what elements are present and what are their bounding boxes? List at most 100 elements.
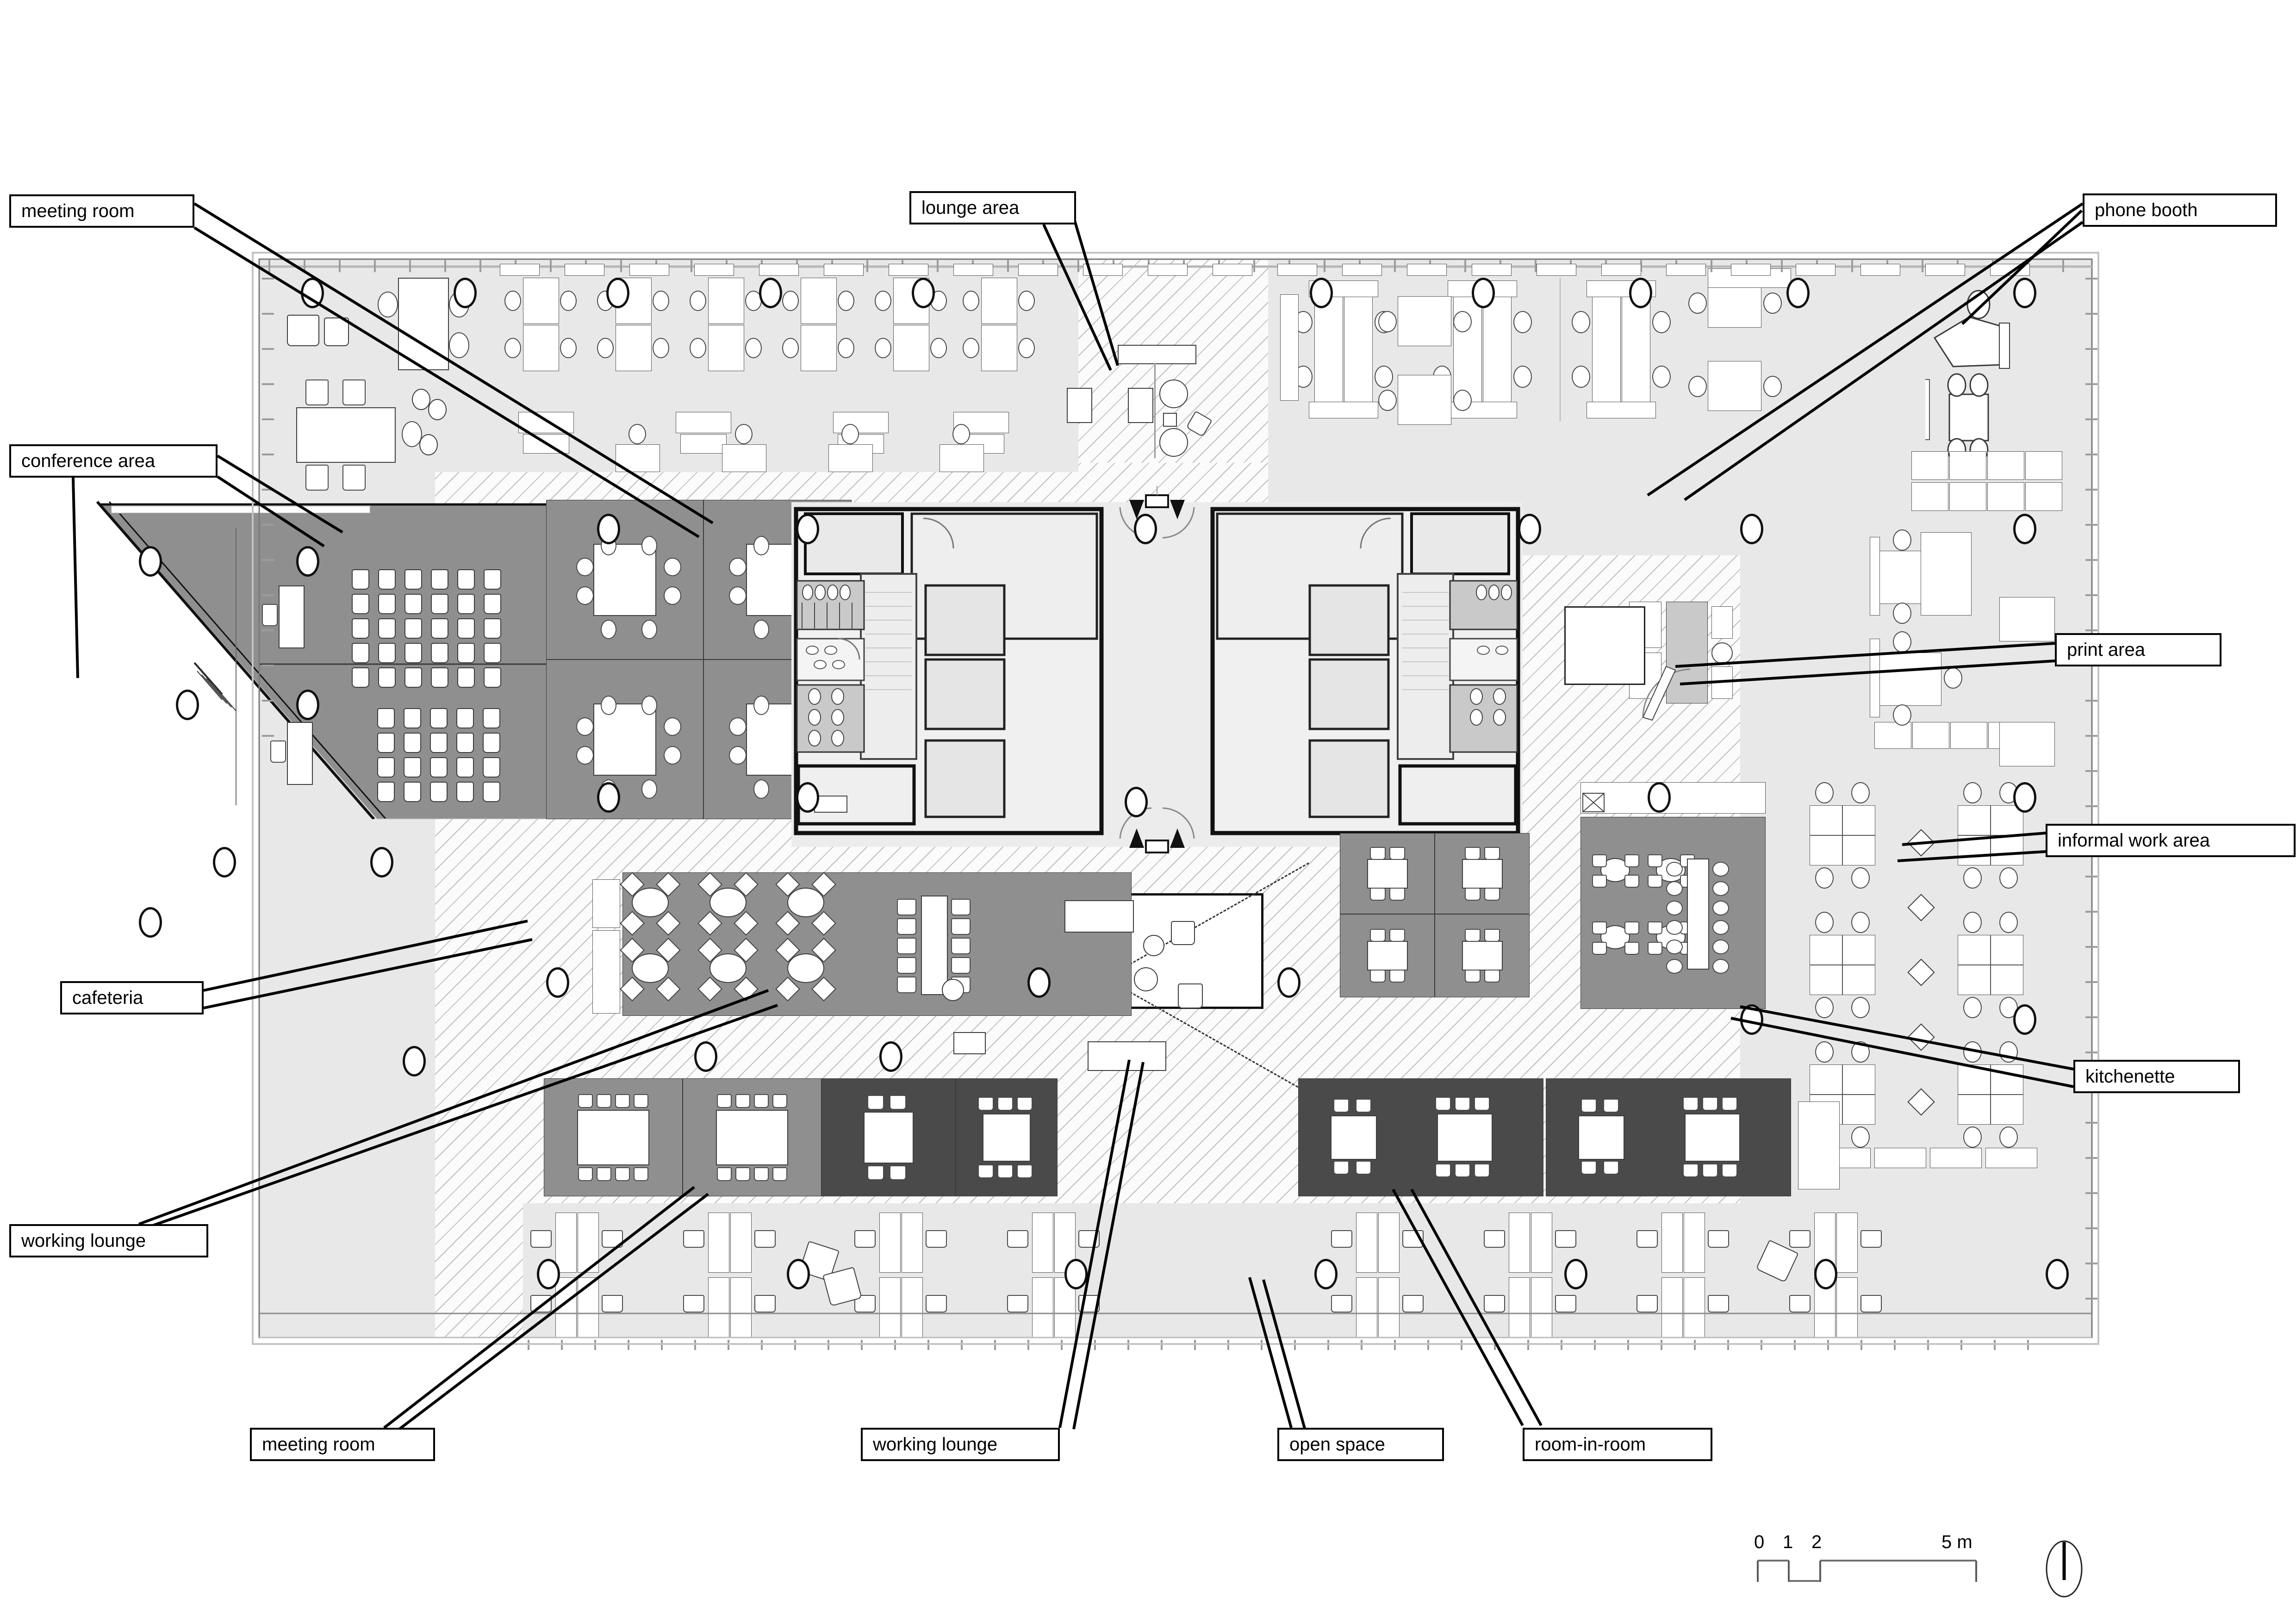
desk-chair xyxy=(1453,311,1472,332)
room-in-room-chair xyxy=(1464,846,1481,860)
conference-seat xyxy=(430,733,448,753)
kitchenette-bar-stool xyxy=(1712,920,1729,935)
facade-post xyxy=(694,1340,696,1350)
meeting-desk xyxy=(1398,296,1451,346)
print-supply-1 xyxy=(1711,606,1733,639)
lounge-pouf-2 xyxy=(1159,428,1188,457)
callout-print-area: print area xyxy=(2055,633,2221,666)
window-box xyxy=(1083,264,1123,276)
desk-chair xyxy=(1555,1295,1576,1313)
mullion xyxy=(262,524,274,526)
callout-label-text: conference area xyxy=(21,450,156,471)
conference-seat xyxy=(352,643,369,663)
conference-seat xyxy=(430,757,448,778)
working-lounge-chair xyxy=(867,1095,884,1110)
conference-seat xyxy=(457,667,475,688)
structural-column xyxy=(2013,782,2036,813)
room-in-room-chair xyxy=(1455,1163,1470,1177)
desk-chair xyxy=(841,424,859,444)
desk-chair xyxy=(1860,1295,1882,1313)
desk-chair xyxy=(1652,311,1671,333)
facade-post xyxy=(1827,1340,1829,1350)
conference-seat xyxy=(378,618,396,639)
kitchenette-bar-stool xyxy=(1666,940,1683,954)
desk-chair xyxy=(1636,1230,1658,1248)
mullion xyxy=(339,260,341,272)
callout-label-text: informal work area xyxy=(2058,830,2210,851)
mullion xyxy=(262,383,274,385)
facade-post xyxy=(1161,1340,1163,1350)
facade-post xyxy=(994,1340,996,1350)
mullion xyxy=(1851,260,1853,272)
desk-chair xyxy=(690,338,706,358)
bench-desk xyxy=(708,1277,729,1338)
callout-label-text: working lounge xyxy=(873,1434,998,1455)
room-in-room-chair xyxy=(1369,887,1386,901)
bench-desk xyxy=(708,278,744,324)
facade-post xyxy=(1794,1340,1796,1350)
phone-booth xyxy=(2025,451,2062,480)
scale-tick-1: 1 xyxy=(1783,1532,1793,1552)
desk-split xyxy=(1842,935,1843,995)
meeting-chair xyxy=(576,586,594,605)
nw-private-chair-3 xyxy=(305,465,329,491)
window-box xyxy=(1666,264,1706,276)
lounge-sofa-2 xyxy=(1128,388,1153,423)
desk-chair xyxy=(1963,1041,1982,1063)
phone-booth xyxy=(1911,482,1948,511)
conference-seat xyxy=(352,594,369,614)
lounge-chair-a xyxy=(1171,921,1195,945)
callout-phone-booth: phone booth xyxy=(2083,193,2277,227)
room-in-room-table xyxy=(1462,859,1503,889)
callout-cafeteria: cafeteria xyxy=(60,981,204,1014)
conference-seat xyxy=(457,618,475,639)
mullion xyxy=(262,489,274,491)
conference-seat xyxy=(457,594,475,614)
structural-column xyxy=(1027,967,1051,998)
mullion xyxy=(268,260,270,272)
desk-chair xyxy=(1860,1230,1882,1248)
facade-post xyxy=(1927,1340,1929,1350)
conference-seat xyxy=(484,618,501,639)
meeting-table xyxy=(577,1109,649,1165)
desk-chair xyxy=(1402,1295,1424,1313)
meeting-chair xyxy=(664,586,681,605)
window-box xyxy=(889,264,928,276)
callout-label-text: meeting room xyxy=(262,1434,375,1455)
bench-desk xyxy=(893,325,929,371)
meeting-chair xyxy=(578,1094,593,1108)
desk-chair xyxy=(1378,311,1397,332)
kitchenette-bar-stool xyxy=(1666,881,1683,896)
room-in-room-chair xyxy=(1581,1098,1597,1113)
bench-desk xyxy=(1661,1277,1683,1338)
structural-column xyxy=(1786,278,1810,308)
phone-booth xyxy=(1911,451,1948,480)
meeting-chair xyxy=(753,695,769,715)
room-in-room-chair xyxy=(1464,887,1481,901)
working-lounge-chair xyxy=(978,1096,994,1111)
conference-seat xyxy=(352,569,369,590)
desk-chair xyxy=(1963,1126,1982,1148)
nw-lounge-chair-1 xyxy=(287,315,319,346)
desk-chair xyxy=(1963,782,1982,803)
phone-booth xyxy=(1987,451,2024,480)
kitchenette-chair xyxy=(1592,875,1607,888)
window-box xyxy=(1148,264,1188,276)
bench-desk xyxy=(616,325,652,371)
mullion xyxy=(262,278,274,280)
facade-post xyxy=(1027,1340,1029,1350)
bench-desk xyxy=(730,1277,752,1338)
facade-post xyxy=(1661,1340,1662,1350)
storage-run xyxy=(1985,1148,2037,1168)
structural-column xyxy=(2013,1004,2036,1035)
mullion xyxy=(2085,1298,2097,1300)
callout-label-text: phone booth xyxy=(2095,199,2198,220)
callout-label-text: open space xyxy=(1289,1434,1385,1455)
partition xyxy=(1560,278,1561,421)
mullion xyxy=(2085,1016,2097,1018)
desk-chair xyxy=(1763,376,1782,397)
phone-booth xyxy=(1950,722,1987,749)
mullion xyxy=(444,260,446,272)
room-in-room-chair xyxy=(1484,929,1500,942)
room-in-room-chair xyxy=(1722,1096,1737,1111)
